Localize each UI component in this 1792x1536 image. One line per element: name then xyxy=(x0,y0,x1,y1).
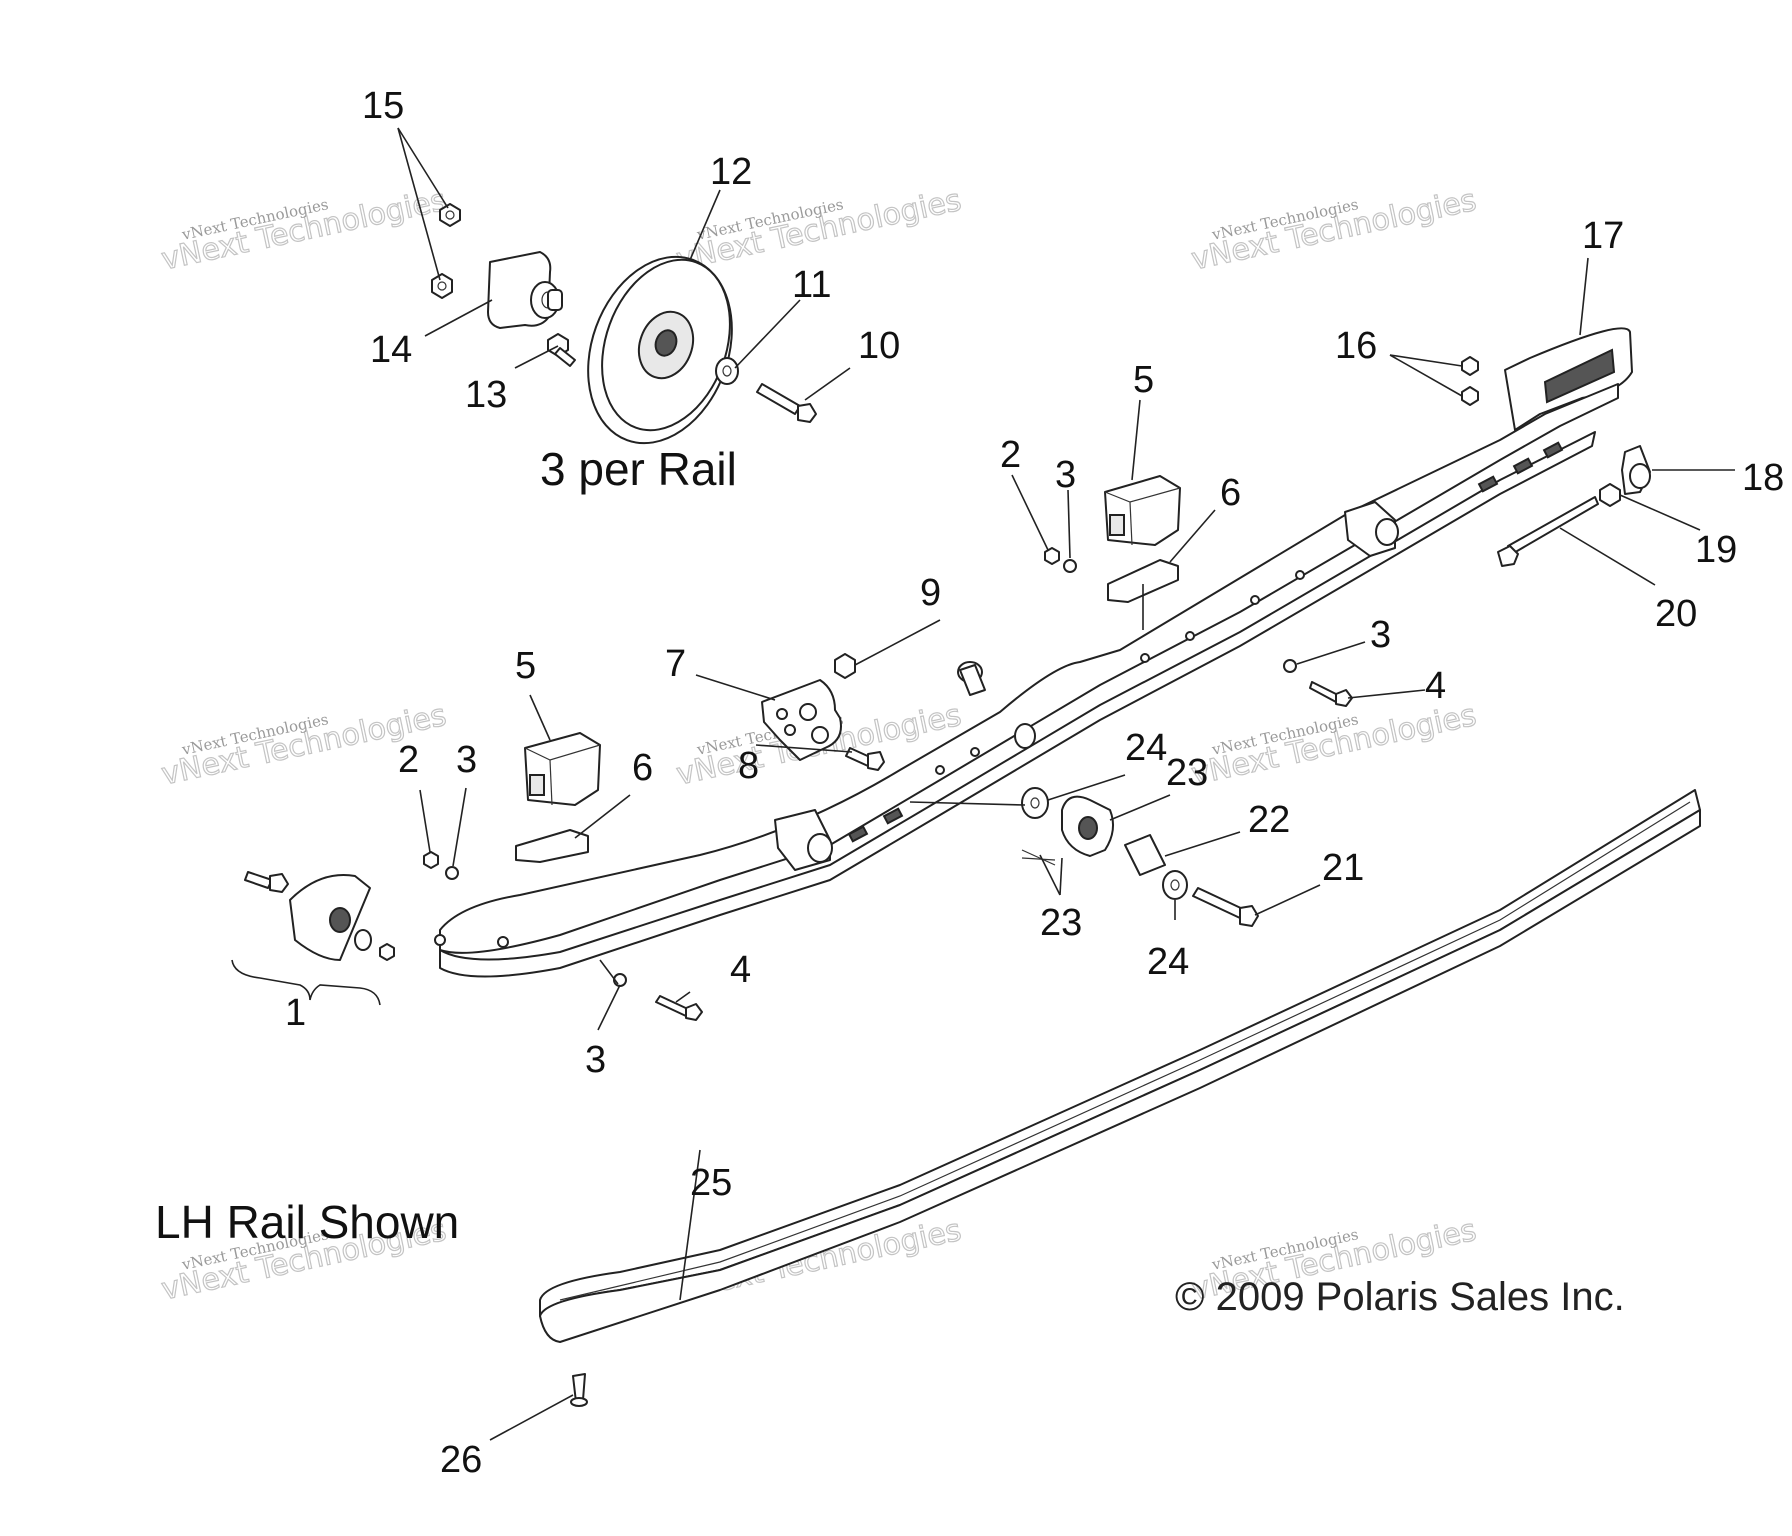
callout-12: 12 xyxy=(710,151,752,193)
washer-3-lower xyxy=(445,866,459,880)
callout-19: 19 xyxy=(1695,529,1737,571)
washer-24-lower xyxy=(1162,870,1188,900)
callout-11: 11 xyxy=(792,264,831,306)
watermark: vNext Technologies vNext Technologies xyxy=(158,182,450,278)
callout-3: 3 xyxy=(1370,614,1391,656)
rail-hardware xyxy=(423,356,1651,1021)
callout-2: 2 xyxy=(1000,434,1021,476)
nut-15-upper xyxy=(439,203,461,227)
callout-25: 25 xyxy=(690,1162,732,1204)
nut-2-upper xyxy=(1044,547,1060,565)
copyright-notice: © 2009 Polaris Sales Inc. xyxy=(1175,1275,1625,1319)
callout-5: 5 xyxy=(515,645,536,687)
clip-6-upper xyxy=(1107,559,1179,630)
callout-14: 14 xyxy=(370,329,412,371)
washer-3-mid xyxy=(1283,659,1297,673)
callout-23: 23 xyxy=(1040,902,1082,944)
rivet-26 xyxy=(570,1373,588,1407)
callout-24: 24 xyxy=(1125,727,1167,769)
idler-wheel xyxy=(587,255,733,445)
bolt-13 xyxy=(547,333,576,367)
callout-13: 13 xyxy=(465,374,507,416)
front-end-assembly xyxy=(231,871,395,1006)
callout-4: 4 xyxy=(1425,665,1446,707)
callout-4: 4 xyxy=(730,949,751,991)
nut-2-lower xyxy=(423,851,439,869)
front-wheel-boss xyxy=(774,809,833,871)
rail-side-caption: LH Rail Shown xyxy=(155,1196,459,1248)
cam-assembly xyxy=(1021,787,1259,927)
callout-3: 3 xyxy=(456,739,477,781)
watermark: vNext Technologies vNext Technologies xyxy=(1188,182,1480,278)
bolt-21 xyxy=(1192,887,1246,919)
callout-6: 6 xyxy=(632,747,653,789)
washer-11 xyxy=(715,357,739,385)
per-rail-caption: 3 per Rail xyxy=(540,443,737,495)
bolt-20 xyxy=(1507,496,1599,555)
washer-24-upper xyxy=(1021,787,1049,819)
block-5-upper xyxy=(1104,475,1181,546)
wear-strip xyxy=(539,789,1701,1343)
callout-3: 3 xyxy=(585,1039,606,1081)
rear-wheel-boss xyxy=(1344,501,1399,557)
wheel-bracket xyxy=(487,251,563,329)
callout-26: 26 xyxy=(440,1439,482,1481)
clip-6-lower xyxy=(515,829,589,863)
nut-9 xyxy=(834,653,856,679)
callout-10: 10 xyxy=(858,325,900,367)
callout-2: 2 xyxy=(398,739,419,781)
callout-21: 21 xyxy=(1322,847,1364,889)
callout-24: 24 xyxy=(1147,941,1189,983)
callout-16: 16 xyxy=(1335,325,1377,367)
idler-wheel-assembly xyxy=(431,203,817,445)
callout-22: 22 xyxy=(1248,799,1290,841)
nut-15-lower xyxy=(431,273,453,299)
slide-rail xyxy=(434,327,1633,978)
callout-6: 6 xyxy=(1220,472,1241,514)
callout-5: 5 xyxy=(1133,359,1154,401)
callout-15: 15 xyxy=(362,85,404,127)
nut-16-lower xyxy=(1461,386,1479,406)
mount-plate-7 xyxy=(761,679,842,761)
callout-8: 8 xyxy=(738,745,759,787)
callout-1: 1 xyxy=(285,992,306,1034)
callout-17: 17 xyxy=(1582,215,1624,257)
bolt-10 xyxy=(756,383,817,423)
spacer-22 xyxy=(1124,834,1166,876)
callout-7: 7 xyxy=(665,643,686,685)
bolt-4-bottom xyxy=(655,995,691,1017)
callout-numbers: 1 2 2 3 3 3 3 4 4 5 5 6 6 7 8 9 10 11 12… xyxy=(285,85,1784,1481)
pivot-tube xyxy=(957,661,1036,749)
callout-18: 18 xyxy=(1742,457,1784,499)
leader-lines xyxy=(397,127,1735,1441)
callout-23: 23 xyxy=(1166,752,1208,794)
callout-9: 9 xyxy=(920,572,941,614)
callout-20: 20 xyxy=(1655,593,1697,635)
nut-16-upper xyxy=(1461,356,1479,376)
nut-19 xyxy=(1599,483,1621,507)
rail-holes xyxy=(434,441,1564,948)
callout-3: 3 xyxy=(1055,454,1076,496)
washer-3-upper xyxy=(1063,559,1077,573)
block-5-lower xyxy=(524,732,601,806)
